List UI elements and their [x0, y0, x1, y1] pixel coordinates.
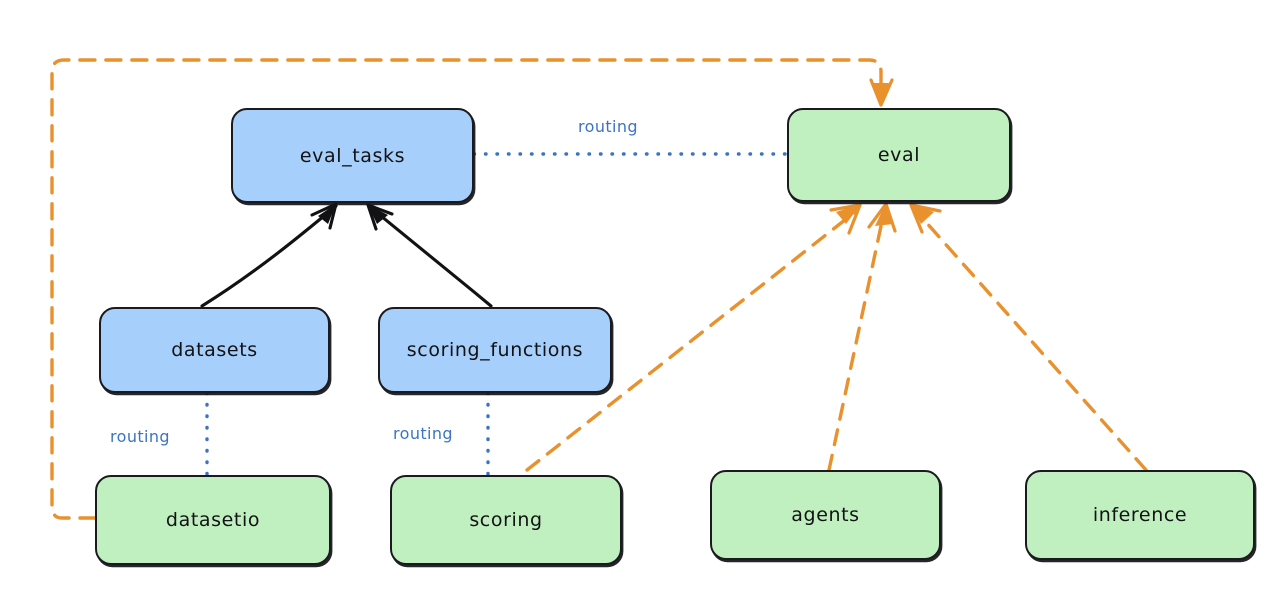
- node-label: datasetio: [165, 509, 261, 531]
- edge-label-routing-datasets: routing: [110, 427, 170, 446]
- node-label: eval: [877, 144, 921, 166]
- node-datasetio[interactable]: datasetio: [95, 475, 331, 565]
- node-label: scoring_functions: [406, 339, 584, 361]
- node-inference[interactable]: inference: [1025, 470, 1255, 560]
- node-eval-tasks[interactable]: eval_tasks: [231, 108, 474, 203]
- node-scoring-functions[interactable]: scoring_functions: [378, 307, 612, 393]
- edge-label-routing-scoring-functions: routing: [393, 424, 453, 443]
- node-label: datasets: [171, 339, 258, 361]
- edge-inference-to-eval-dep: [909, 203, 1148, 472]
- node-label: scoring: [469, 509, 543, 531]
- edge-agents-to-eval-dep: [827, 202, 897, 472]
- edge-datasets-to-eval-tasks: [200, 202, 338, 308]
- node-scoring[interactable]: scoring: [390, 475, 622, 565]
- node-label: eval_tasks: [299, 144, 406, 167]
- edge-scoring-functions-to-eval-tasks: [366, 203, 493, 308]
- node-label: inference: [1092, 504, 1188, 526]
- node-label: agents: [791, 504, 860, 526]
- node-eval[interactable]: eval: [787, 108, 1011, 202]
- node-datasets[interactable]: datasets: [99, 307, 330, 393]
- node-agents[interactable]: agents: [710, 470, 941, 560]
- edge-label-routing-eval-tasks: routing: [578, 117, 638, 136]
